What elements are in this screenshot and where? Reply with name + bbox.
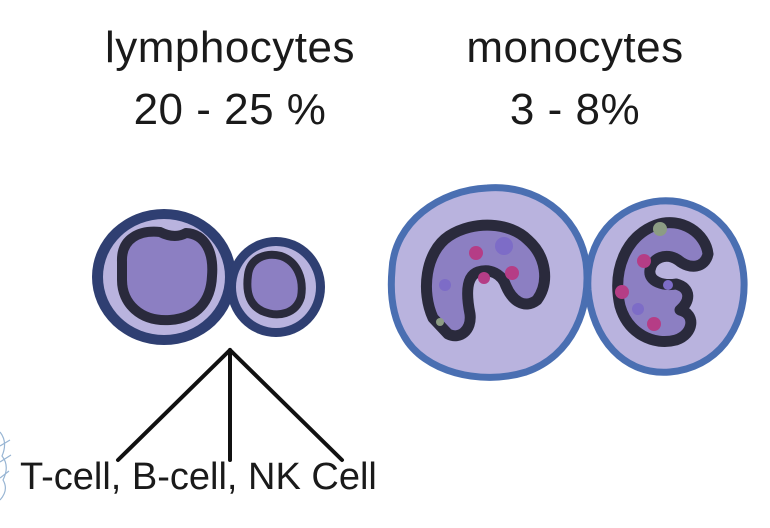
monocyte-cell-icon: [387, 184, 591, 381]
edge-scribble-decoration: [0, 431, 12, 501]
lymphocyte-cell-icon: [92, 209, 236, 345]
subtype-connector-lines: [116, 348, 344, 462]
lymphocytes-percentage: 20 - 25 %: [133, 85, 327, 134]
lymphocyte-nucleus: [243, 250, 306, 319]
lymphocyte-cell-icon: [227, 237, 325, 337]
monocytes-percentage: 3 - 8%: [509, 85, 641, 134]
lymphocyte-nucleus: [117, 226, 218, 326]
monocytes-label: monocytes: [466, 23, 684, 72]
lymphocyte-subtypes-label: T-cell, B-cell, NK Cell: [20, 456, 377, 498]
lymphocytes-label: lymphocytes: [104, 23, 356, 72]
monocyte-cell-icon: [584, 197, 748, 376]
monocyte-membrane: [387, 184, 591, 381]
monocyte-nucleus: [421, 219, 551, 342]
